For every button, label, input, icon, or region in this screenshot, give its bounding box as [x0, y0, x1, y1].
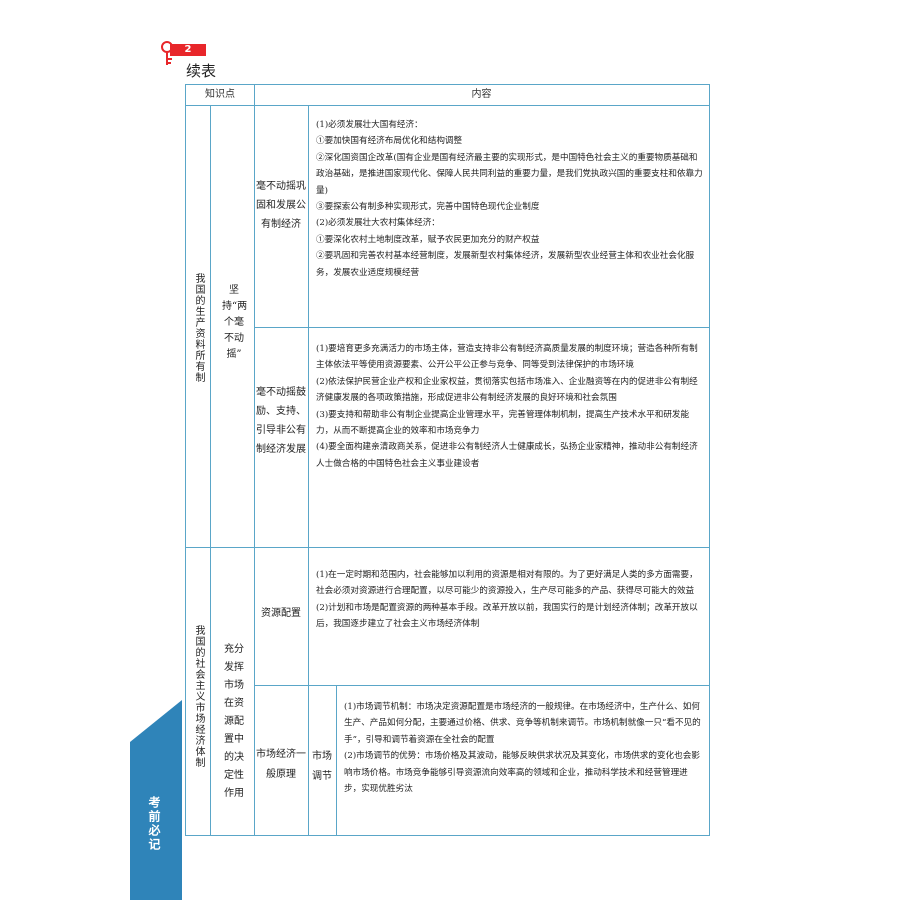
label-resource-allocation: 资源配置: [261, 608, 301, 619]
text-line: (1)市场调节机制：市场决定资源配置是市场经济的一般规律。在市场经济中，生产什么…: [344, 702, 701, 745]
content-public-economy: (1)必须发展壮大国有经济： ①要加快国有经济布局优化和结构调整 ②深化国资国企…: [308, 117, 709, 281]
text-line: (3)要支持和帮助非公有制企业提高企业管理水平，完善管理体制机制，提高生产技术水…: [316, 409, 690, 437]
page-number: 2: [170, 44, 206, 56]
grid-line: [210, 105, 211, 835]
grid-line: [186, 105, 709, 106]
text-line: ①要加快国有经济布局优化和结构调整: [316, 136, 463, 147]
label-public-economy: 毫不动摇巩固和发展公有制经济: [256, 181, 306, 230]
side-tab-label: 考前必记: [147, 796, 161, 852]
topic-market-economy: 我国的社会主义市场经济体制: [193, 625, 204, 768]
topic-ownership: 我国的生产资料所有制: [193, 273, 204, 383]
sub-two-unwavering: 坚持“两个毫不动摇”: [222, 285, 248, 360]
continued-label: 续表: [186, 62, 217, 80]
page-number-badge: 2: [160, 40, 208, 80]
grid-line: [254, 85, 255, 835]
content-resource-allocation: (1)在一定时期和范围内，社会能够加以利用的资源是相对有限的。为了更好满足人类的…: [308, 567, 709, 633]
text-line: ②深化国资国企改革(国有企业是国有经济最主要的实现形式，是中国特色社会主义的重要…: [316, 152, 703, 196]
text-line: ③要探索公有制多种实现形式，完善中国特色现代企业制度: [316, 202, 540, 213]
header-knowledge-point: 知识点: [205, 89, 235, 100]
grid-line: [336, 685, 337, 835]
sub-market-decisive: 充分发挥市场在资源配置中的决定性作用: [224, 644, 244, 799]
label-market-principles: 市场经济一般原理: [256, 749, 306, 780]
grid-line: [308, 105, 309, 835]
text-line: ②要巩固和完善农村基本经营制度，发展新型农村集体经济，发展新型农业经营主体和农业…: [316, 251, 695, 278]
text-line: (1)要培育更多充满活力的市场主体，营造支持非公有制经济高质量发展的制度环境；营…: [316, 344, 698, 371]
text-line: ①要深化农村土地制度改革，赋予农民更加充分的财产权益: [316, 234, 540, 245]
content-nonpublic-economy: (1)要培育更多充满活力的市场主体，营造支持非公有制经济高质量发展的制度环境；营…: [308, 341, 709, 472]
text-line: (1)在一定时期和范围内，社会能够加以利用的资源是相对有限的。为了更好满足人类的…: [316, 570, 698, 597]
text-line: (1)必须发展壮大国有经济：: [316, 120, 423, 130]
text-line: (2)市场调节的优势：市场价格及其波动，能够反映供求状况及其变化，市场供求的变化…: [344, 751, 700, 795]
knowledge-table: 知识点 内容 我国的生产资料所有制 坚持“两个毫不动摇” 毫不动摇巩固和发展公有…: [185, 84, 710, 836]
grid-line: [254, 685, 709, 686]
grid-line: [186, 547, 709, 548]
label-nonpublic-economy: 毫不动摇鼓励、支持、引导非公有制经济发展: [256, 387, 306, 455]
text-line: (2)计划和市场是配置资源的两种基本手段。改革开放以前，我国实行的是计划经济体制…: [316, 602, 698, 630]
text-line: (2)依法保护民营企业产权和企业家权益，贯彻落实包括市场准入、企业融资等在内的促…: [316, 376, 698, 404]
label-market-regulation: 市场调节: [312, 751, 332, 782]
header-content: 内容: [471, 89, 492, 100]
text-line: (4)要全面构建亲清政商关系，促进非公有制经济人士健康成长，弘扬企业家精神，推动…: [316, 442, 698, 469]
content-market-regulation: (1)市场调节机制：市场决定资源配置是市场经济的一般规律。在市场经济中，生产什么…: [336, 699, 709, 797]
grid-line: [254, 327, 709, 328]
text-line: (2)必须发展壮大农村集体经济：: [316, 218, 440, 229]
side-tab: 考前必记: [130, 700, 182, 900]
